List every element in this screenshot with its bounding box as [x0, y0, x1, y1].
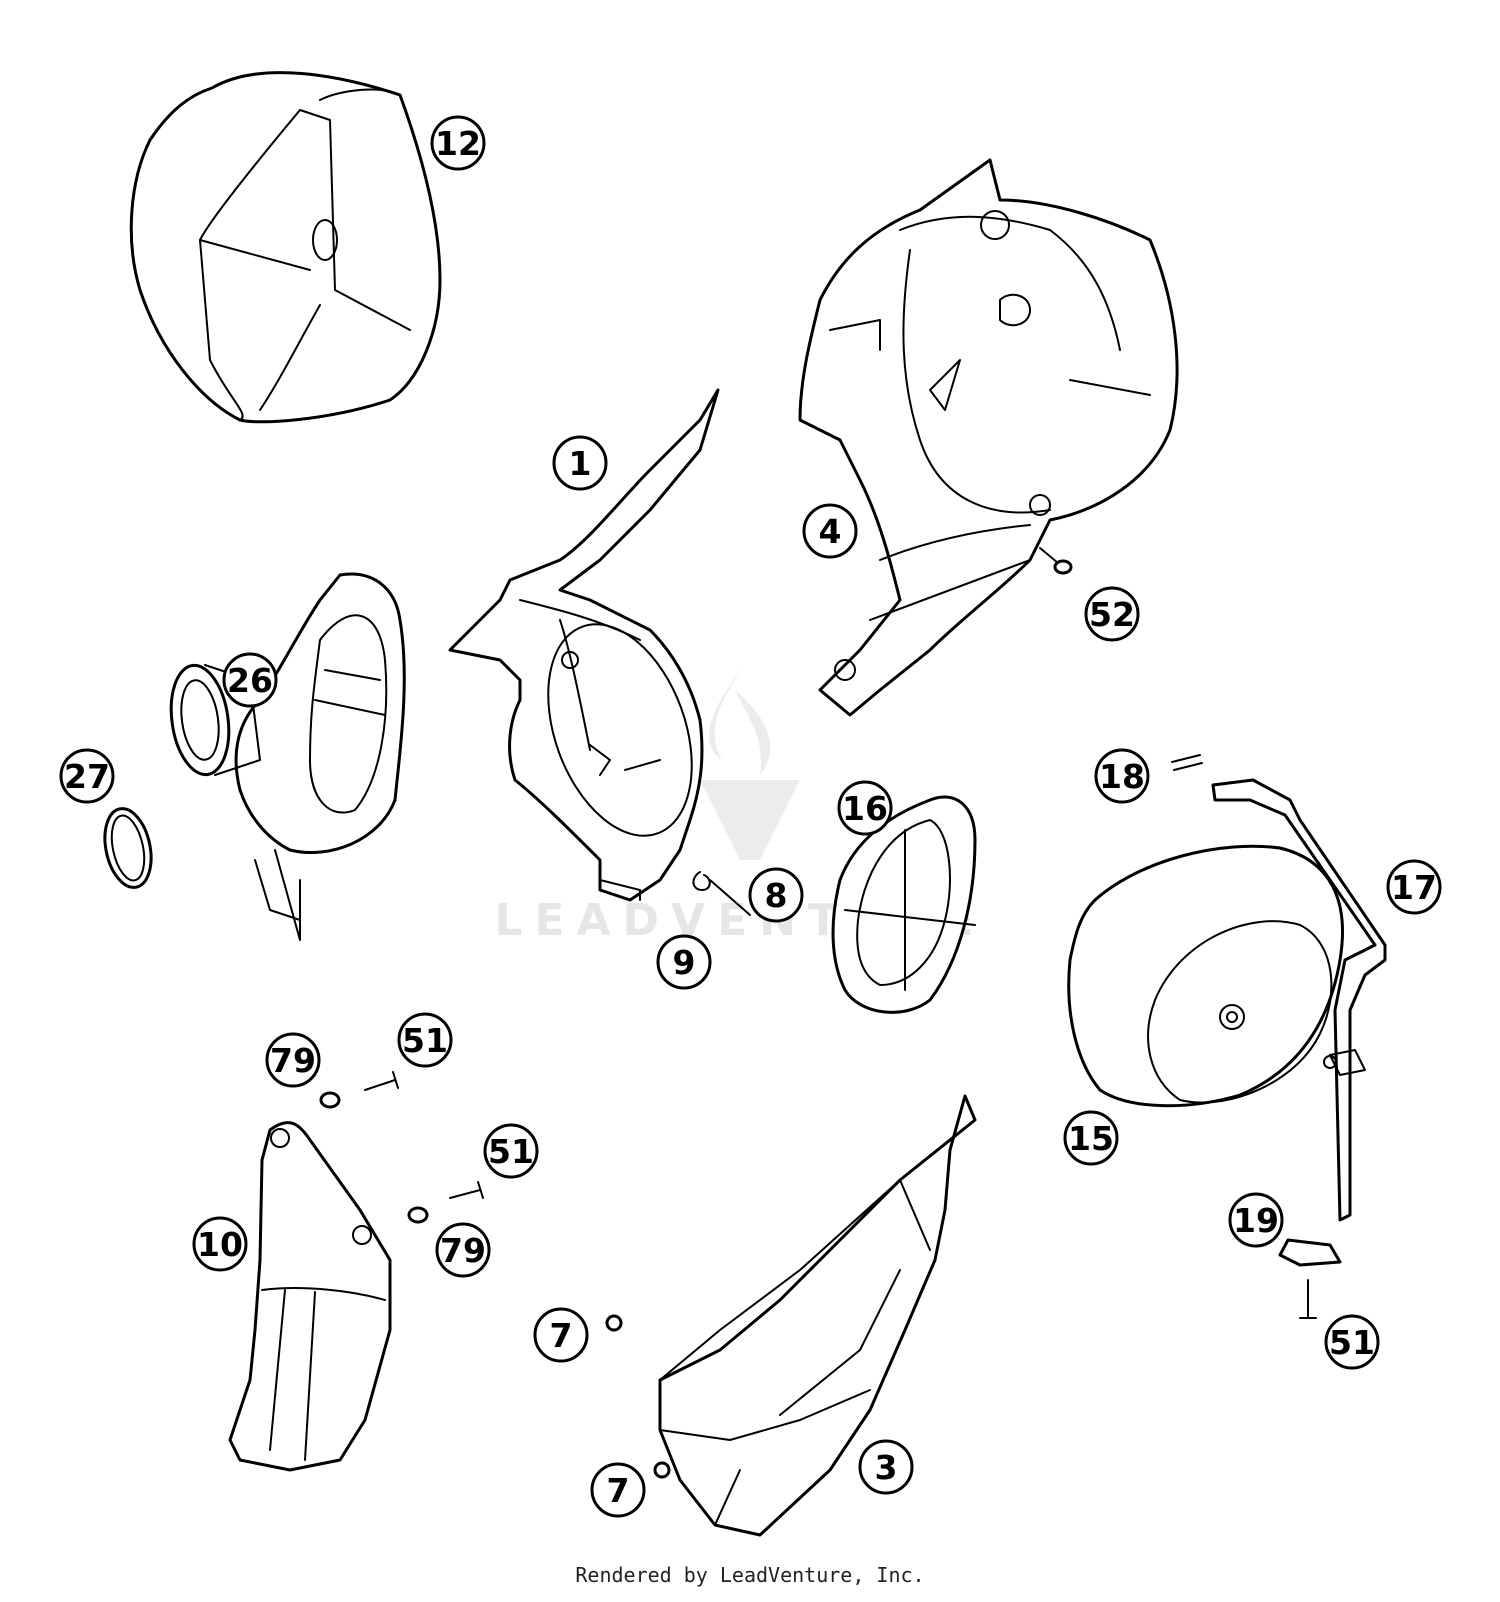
part-26-filter-cage — [169, 572, 406, 941]
svg-text:19: 19 — [1233, 1201, 1279, 1240]
callout-16: 16 — [837, 780, 893, 836]
part-19-clip — [1278, 1238, 1342, 1267]
svg-text:27: 27 — [64, 757, 110, 796]
svg-text:16: 16 — [842, 789, 888, 828]
part-52-screw — [1039, 547, 1073, 575]
part-7-nut-a — [605, 1314, 623, 1332]
svg-text:79: 79 — [440, 1231, 486, 1270]
callout-7-a: 7 — [533, 1307, 589, 1363]
part-79-grommet-a — [319, 1091, 341, 1109]
callout-27: 27 — [59, 748, 115, 804]
svg-text:17: 17 — [1391, 868, 1437, 907]
callout-10: 10 — [192, 1216, 248, 1272]
part-1-intake-frame — [448, 388, 720, 902]
callout-52: 52 — [1084, 586, 1140, 642]
svg-text:7: 7 — [607, 1471, 630, 1510]
svg-text:7: 7 — [550, 1316, 573, 1355]
svg-text:51: 51 — [402, 1021, 448, 1060]
svg-text:3: 3 — [875, 1448, 898, 1487]
svg-text:79: 79 — [270, 1041, 316, 1080]
part-16-filter-element — [831, 795, 977, 1014]
callout-79-b: 79 — [435, 1222, 491, 1278]
callout-9: 9 — [656, 934, 712, 990]
part-15-filter-housing — [1067, 844, 1344, 1108]
callout-51-c: 51 — [1324, 1314, 1380, 1370]
callout-79-a: 79 — [265, 1032, 321, 1088]
part-12-filter-cover — [129, 71, 442, 424]
callout-26: 26 — [222, 652, 278, 708]
callout-3: 3 — [858, 1439, 914, 1495]
callout-4: 4 — [802, 503, 858, 559]
part-3-side-cover — [658, 1094, 977, 1537]
svg-text:52: 52 — [1089, 595, 1135, 634]
svg-text:4: 4 — [819, 512, 842, 551]
callout-19: 19 — [1228, 1192, 1284, 1248]
footer-credit: Rendered by LeadVenture, Inc. — [575, 1563, 925, 1587]
part-79-grommet-b — [407, 1206, 429, 1224]
callout-51-b: 51 — [483, 1123, 539, 1179]
part-9-clip — [692, 871, 711, 891]
svg-text:10: 10 — [197, 1225, 243, 1264]
callout-17: 17 — [1386, 859, 1442, 915]
svg-text:12: 12 — [435, 124, 481, 163]
part-7-nut-b — [653, 1461, 671, 1479]
watermark-logo — [700, 665, 800, 860]
svg-text:18: 18 — [1099, 757, 1145, 796]
callout-51-a: 51 — [397, 1012, 453, 1068]
svg-text:15: 15 — [1068, 1119, 1114, 1158]
part-4-airbox — [798, 158, 1179, 717]
part-51-bolt-c — [1299, 1279, 1317, 1319]
svg-text:51: 51 — [488, 1132, 534, 1171]
part-51-bolt-b — [449, 1181, 484, 1199]
callout-1: 1 — [552, 435, 608, 491]
callout-8: 8 — [748, 867, 804, 923]
part-10-side-cover — [228, 1121, 392, 1472]
callout-18: 18 — [1094, 748, 1150, 804]
part-18-pin — [1171, 754, 1203, 771]
callout-12: 12 — [430, 115, 486, 171]
svg-text:9: 9 — [673, 943, 696, 982]
callout-7-b: 7 — [590, 1462, 646, 1518]
svg-text:51: 51 — [1329, 1323, 1375, 1362]
part-17-bracket — [1211, 778, 1387, 1222]
part-8-pin — [709, 879, 751, 916]
svg-text:26: 26 — [227, 661, 273, 700]
part-27-hose-clamp — [103, 807, 153, 889]
callout-15: 15 — [1063, 1110, 1119, 1166]
part-51-bolt-a — [364, 1071, 399, 1091]
svg-text:1: 1 — [569, 444, 592, 483]
svg-text:8: 8 — [765, 876, 788, 915]
